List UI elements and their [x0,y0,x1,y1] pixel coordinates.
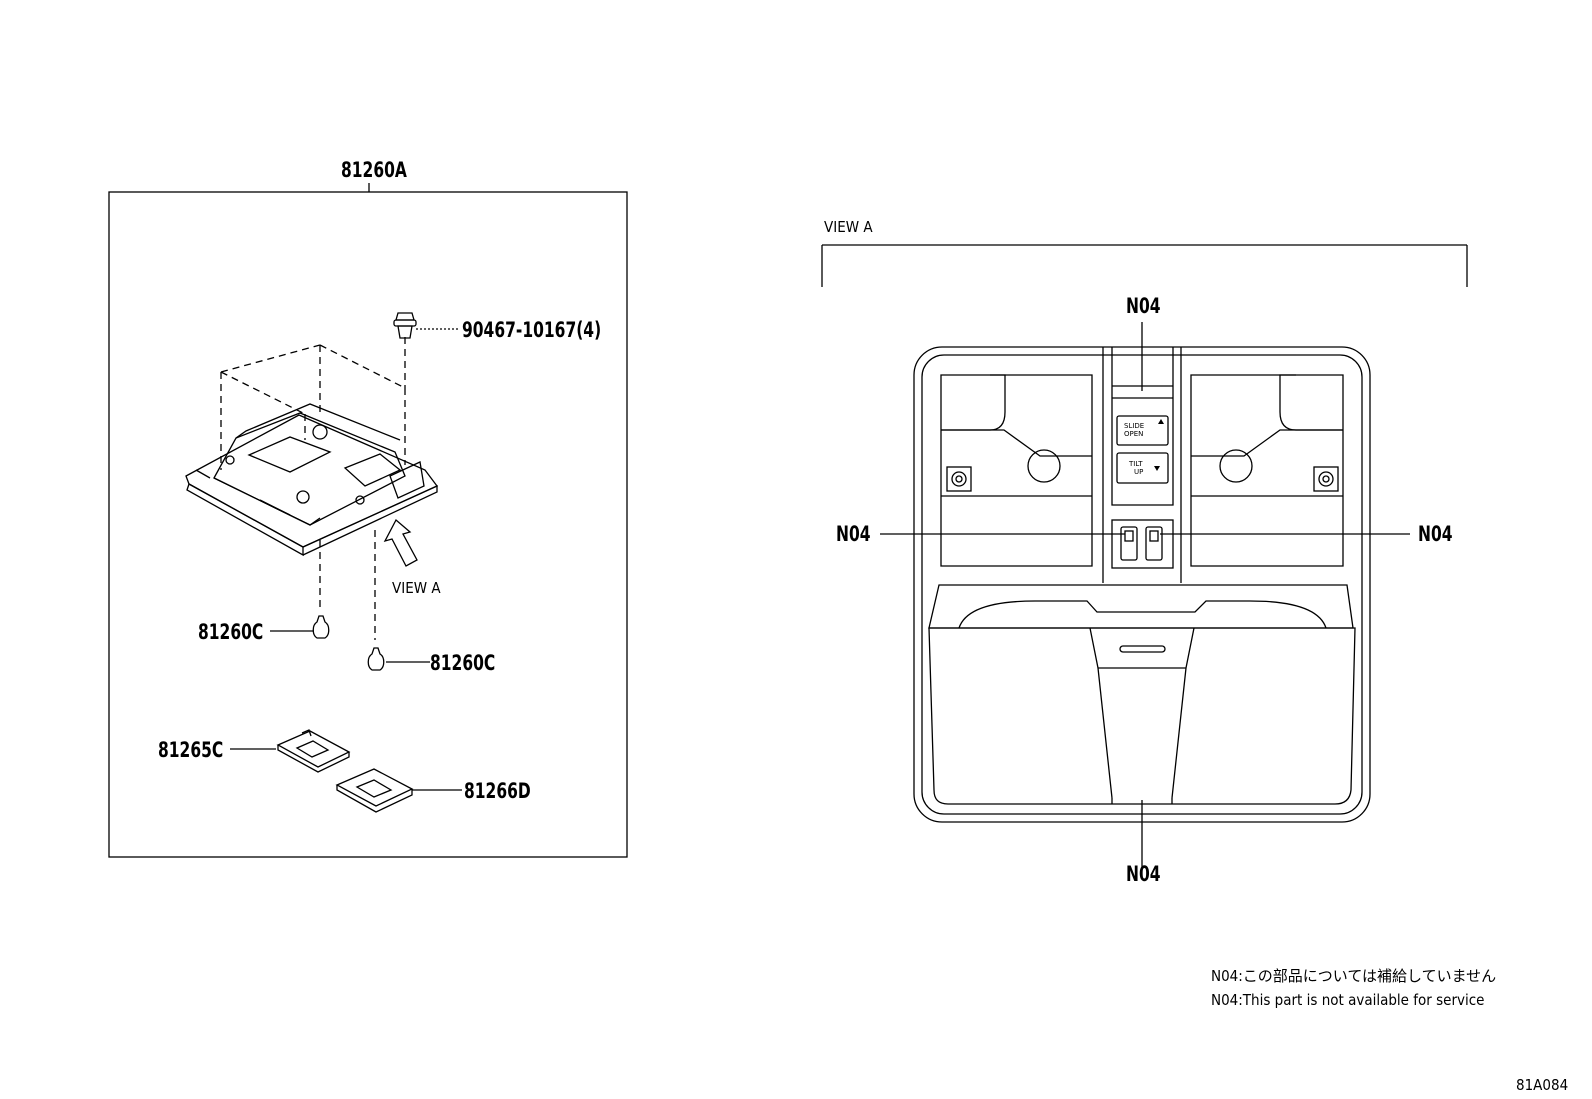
screw-label: 90467-10167(4) [462,318,602,342]
figure-id: 81A084 [1516,1076,1569,1094]
callout-top: N04 [1126,294,1161,318]
view-a-bracket [821,244,1468,287]
note-english: N04:This part is not available for servi… [1211,991,1485,1009]
switch-tilt-label: TILT [1128,460,1143,468]
lens-left-icon [230,729,351,773]
bulb-left-icon [270,615,330,639]
callout-right: N04 [1418,522,1453,546]
clip-screw-icon [393,312,458,339]
bulb-right-label: 81260C [430,651,496,675]
dashed-outline [220,337,406,640]
callout-left: N04 [836,522,871,546]
bulb-right-icon [367,647,430,671]
console-front-view [913,346,1371,823]
callout-leaders [880,322,1410,868]
note-japanese: N04:この部品については補給していません [1211,967,1497,985]
lens-right-label: 81266D [464,779,531,803]
lens-right-icon [335,768,462,813]
view-a-arrow-label: VIEW A [392,579,441,597]
switch-up-label: UP [1134,468,1143,476]
switch-open-label: OPEN [1124,430,1143,438]
bulb-left-label: 81260C [198,620,264,644]
lens-left-label: 81265C [158,738,224,762]
view-a-title: VIEW A [824,218,873,236]
view-a-arrow-icon [383,518,418,567]
callout-bottom: N04 [1126,862,1161,886]
switch-slide-label: SLIDE [1124,422,1144,430]
assembly-label: 81260A [341,158,407,182]
left-panel-frame [108,183,628,858]
overhead-console-housing [185,403,439,557]
